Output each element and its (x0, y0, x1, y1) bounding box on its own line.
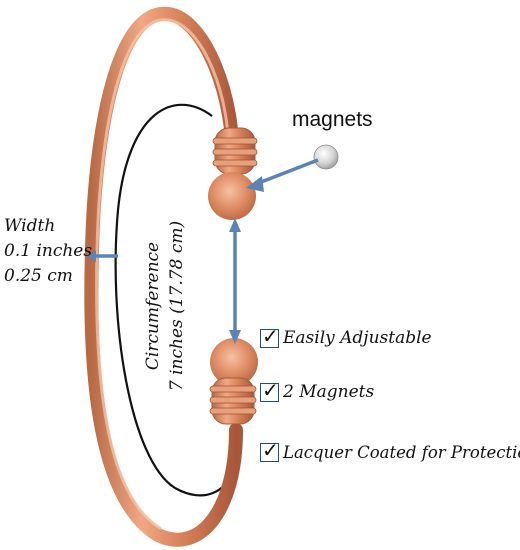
checkbox-icon: ✓ (260, 324, 279, 348)
width-title: Width (4, 216, 56, 236)
lower-end-cap (209, 338, 258, 425)
magnets-label: magnets (292, 108, 373, 131)
feature-item: ✓ 2 Magnets (260, 378, 375, 402)
width-label: Width 0.1 inches 0.25 cm (4, 214, 92, 289)
feature-text: Lacquer Coated for Protection (283, 443, 520, 462)
checkbox-icon: ✓ (260, 378, 279, 402)
width-cm: 0.25 cm (4, 266, 73, 286)
magnet-icon (313, 144, 339, 170)
checkmark-icon: ✓ (262, 323, 279, 348)
bangle-band (84, 6, 243, 547)
magnets-arrow (246, 158, 319, 192)
upper-end-cap (208, 127, 258, 220)
feature-item: ✓ Lacquer Coated for Protection (260, 438, 520, 462)
feature-text: Easily Adjustable (283, 328, 432, 348)
feature-text: 2 Magnets (283, 382, 375, 402)
checkmark-icon: ✓ (262, 377, 279, 402)
checkmark-icon: ✓ (262, 438, 279, 462)
circumference-title: Circumference (143, 241, 163, 371)
circumference-outline (114, 103, 234, 497)
width-arrow (86, 250, 118, 262)
gap-arrow (229, 218, 241, 344)
feature-item: ✓ Easily Adjustable (260, 324, 432, 348)
checkbox-icon: ✓ (260, 438, 279, 462)
circumference-label: Circumference 7 inches (17.78 cm) (141, 221, 189, 391)
width-inches: 0.1 inches (4, 241, 93, 261)
bangle-highlight (95, 18, 230, 530)
circumference-value: 7 inches (17.78 cm) (167, 220, 187, 392)
